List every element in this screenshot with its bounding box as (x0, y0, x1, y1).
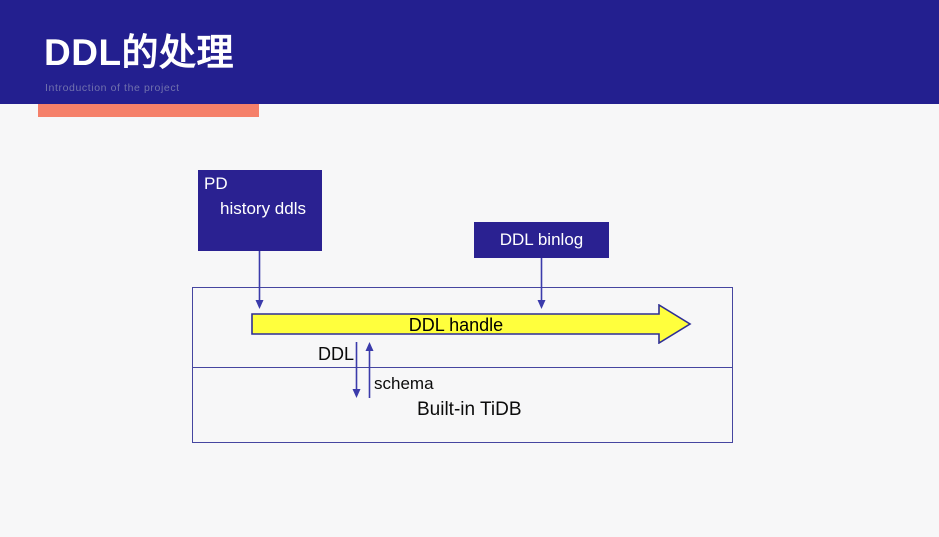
pd-to-handle-arrow (255, 251, 264, 309)
frame-divider-line (192, 367, 733, 368)
ddl-label: DDL (318, 344, 355, 364)
ddl-handle-label: DDL handle (408, 315, 504, 335)
ddl-handle-arrow-shape (251, 304, 692, 344)
built-in-tidb-label: Built-in TiDB (417, 399, 522, 420)
ddl-handle-arrow: DDL handle (251, 304, 692, 344)
page-subtitle: Introduction of the project (45, 82, 180, 94)
page-title: DDL的处理 (44, 32, 235, 73)
schema-up-arrow (365, 342, 374, 398)
ddl-down-arrow (352, 342, 361, 398)
slide-header: DDL的处理 Introduction of the project (0, 0, 939, 104)
pd-box: PD history ddls (198, 170, 322, 251)
binlog-to-handle-arrow (537, 258, 546, 309)
tidb-frame (192, 287, 733, 443)
accent-bar (38, 104, 259, 117)
pd-box-title: PD (204, 174, 228, 193)
schema-label: schema (374, 374, 434, 393)
ddl-binlog-box: DDL binlog (474, 222, 609, 258)
pd-box-subtitle: history ddls (220, 199, 306, 218)
